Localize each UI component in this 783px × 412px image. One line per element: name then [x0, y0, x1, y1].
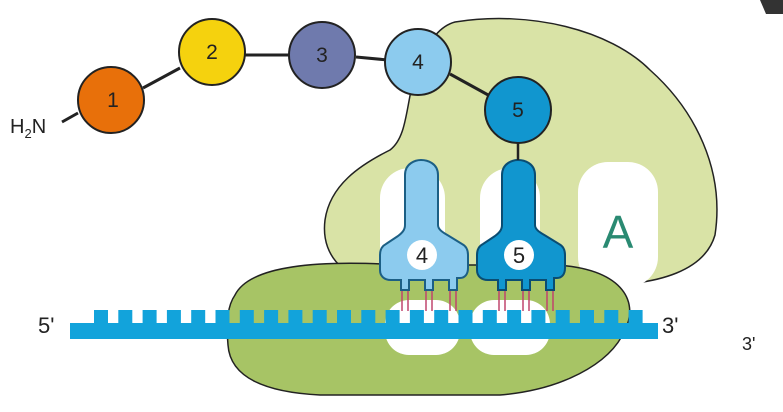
- mrna-base: [580, 310, 594, 324]
- mrna-base: [482, 310, 497, 324]
- amino-acid-3-label: 3: [316, 44, 328, 67]
- mrna-base: [604, 310, 619, 324]
- mrna-base: [337, 310, 351, 324]
- mrna-base: [239, 310, 254, 324]
- a-site-pocket: [578, 162, 658, 287]
- n-terminus-subscript: 2: [24, 126, 31, 141]
- mrna-base: [531, 310, 546, 324]
- trna-4-label-circle: [407, 240, 437, 270]
- mrna-base: [385, 310, 400, 324]
- trna-4-body: [379, 158, 469, 291]
- amino-acid-1-label: 1: [107, 89, 119, 112]
- n-terminus-label: H2N: [10, 116, 46, 141]
- amino-acid-3: [288, 21, 356, 89]
- mrna-backbone: [70, 323, 658, 339]
- mrna-base: [118, 310, 133, 324]
- amino-acid-2-label: 2: [206, 41, 218, 64]
- mrna-base: [312, 310, 327, 324]
- amino-acid-5: [484, 76, 552, 144]
- cropped-figure-mark: [760, 0, 783, 14]
- mrna-base: [409, 310, 424, 324]
- trna-5: 5: [476, 158, 566, 291]
- trna-5-label-circle: [504, 240, 534, 270]
- mrna-base: [628, 310, 643, 324]
- trna-4: 4: [379, 158, 469, 291]
- amino-acid-2: [178, 18, 246, 86]
- mrna-base: [191, 310, 206, 324]
- mrna-base: [361, 310, 376, 324]
- trna-5-label: 5: [513, 243, 525, 268]
- amino-acid-5-label: 5: [512, 99, 524, 122]
- mrna-base: [434, 310, 449, 324]
- peptide-bond: [355, 55, 389, 62]
- mrna-base: [288, 310, 303, 324]
- polypeptide-chain: 1 2 3 4 5: [61, 18, 552, 144]
- amino-acid-1: [77, 66, 145, 134]
- three-prime-label: 3': [662, 313, 678, 338]
- mrna-base: [94, 310, 108, 324]
- peptide-bond: [142, 66, 181, 90]
- peptide-bond: [61, 111, 79, 124]
- mrna-base: [215, 310, 230, 324]
- amino-acid-4-label: 4: [412, 51, 424, 74]
- amino-acid-4: [384, 28, 452, 96]
- mrna-base: [166, 310, 181, 324]
- mrna-base: [555, 310, 570, 324]
- mrna-base: [264, 310, 279, 324]
- five-prime-label: 5': [38, 313, 54, 338]
- edge-three-prime-label: 3': [742, 334, 755, 354]
- mrna-base: [458, 310, 473, 324]
- n-terminus-h: H: [10, 116, 24, 138]
- trna-4-label: 4: [416, 243, 428, 268]
- mrna-base: [507, 310, 522, 324]
- n-terminus-n: N: [32, 116, 46, 138]
- a-site-label: A: [603, 206, 634, 258]
- mrna-strand: [70, 310, 658, 339]
- codon-bonds: [401, 289, 554, 311]
- trna-5-body: [476, 158, 566, 291]
- peptide-bond: [449, 72, 491, 98]
- mrna-base: [142, 310, 157, 324]
